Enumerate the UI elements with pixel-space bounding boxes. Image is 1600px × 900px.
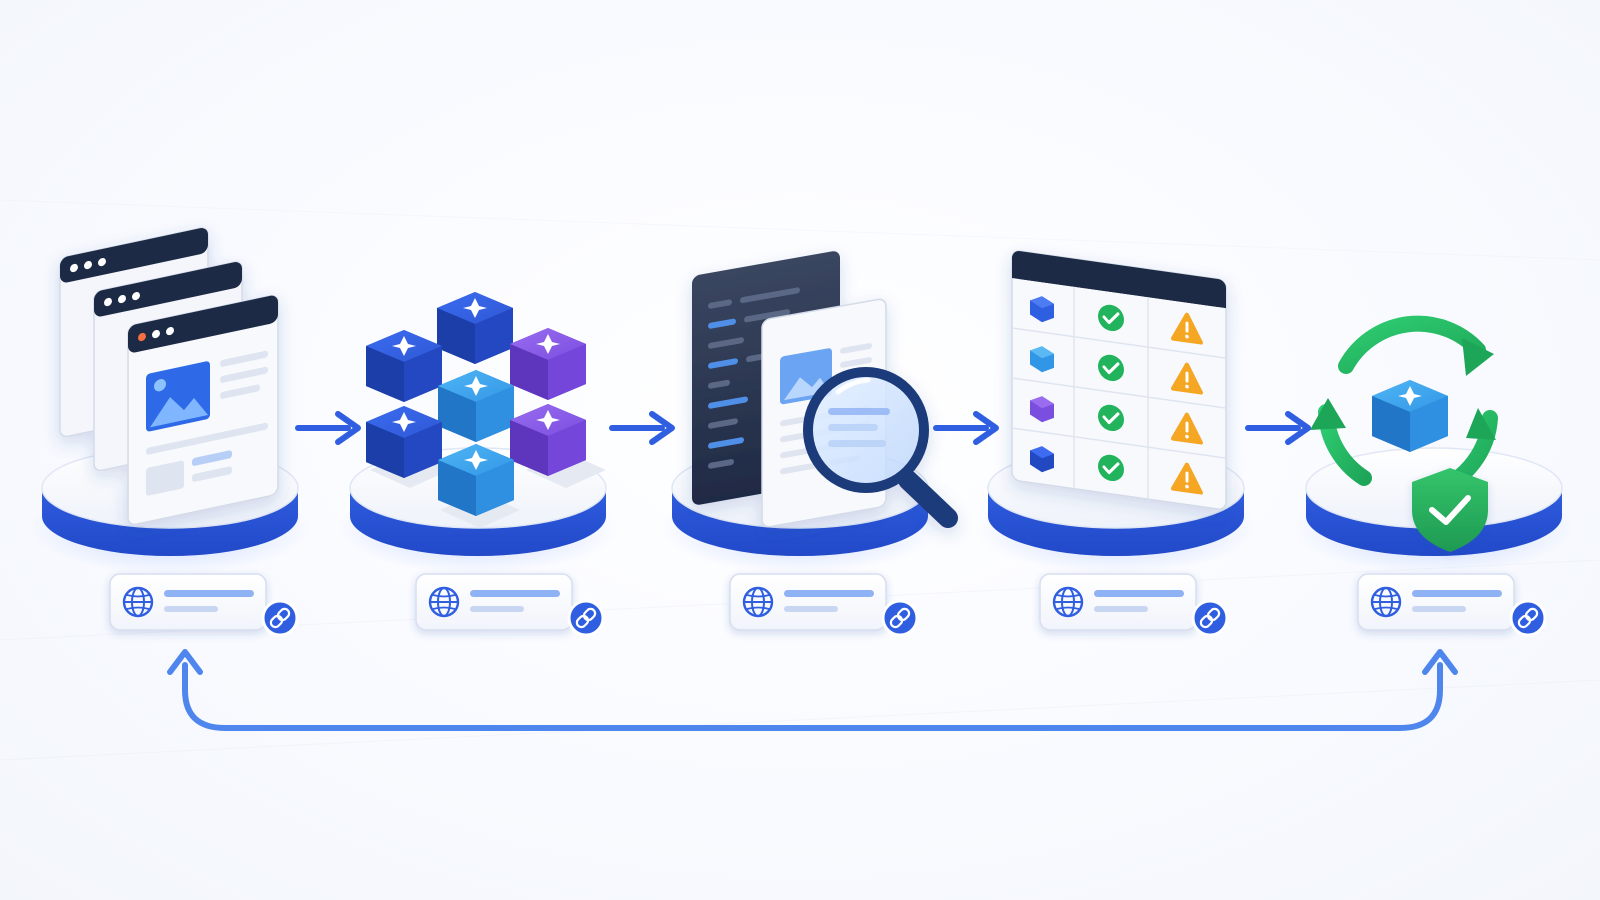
link-card bbox=[1040, 574, 1227, 635]
link-cards bbox=[110, 574, 1545, 635]
link-card bbox=[110, 574, 297, 635]
flow-arrow-2 bbox=[612, 414, 672, 442]
row-cube-icon bbox=[1030, 396, 1054, 423]
shield-check-icon bbox=[1412, 468, 1488, 552]
warning-icon bbox=[1171, 462, 1203, 495]
link-card bbox=[1358, 574, 1545, 635]
flow-arrow-4 bbox=[1248, 414, 1308, 442]
row-cube-icon bbox=[1030, 296, 1054, 323]
magnifier-inspection-icon bbox=[692, 251, 958, 528]
check-icon bbox=[1098, 404, 1124, 432]
link-card bbox=[416, 574, 603, 635]
sync-shield-icon bbox=[1310, 315, 1498, 552]
content-blocks-icon bbox=[366, 292, 606, 528]
feedback-loop-arrow bbox=[167, 649, 1458, 731]
link-card bbox=[730, 574, 917, 635]
check-icon bbox=[1098, 304, 1124, 332]
flow-arrow-3 bbox=[936, 414, 996, 442]
check-icon bbox=[1098, 354, 1124, 382]
validation-table-icon bbox=[1011, 250, 1227, 510]
warning-icon bbox=[1171, 362, 1203, 395]
warning-icon bbox=[1171, 312, 1203, 345]
row-cube-icon bbox=[1030, 446, 1054, 473]
flow-arrow-1 bbox=[298, 414, 358, 442]
web-pages-icon bbox=[59, 227, 279, 526]
row-cube-icon bbox=[1030, 346, 1054, 373]
warning-icon bbox=[1171, 412, 1203, 445]
check-icon bbox=[1098, 454, 1124, 482]
